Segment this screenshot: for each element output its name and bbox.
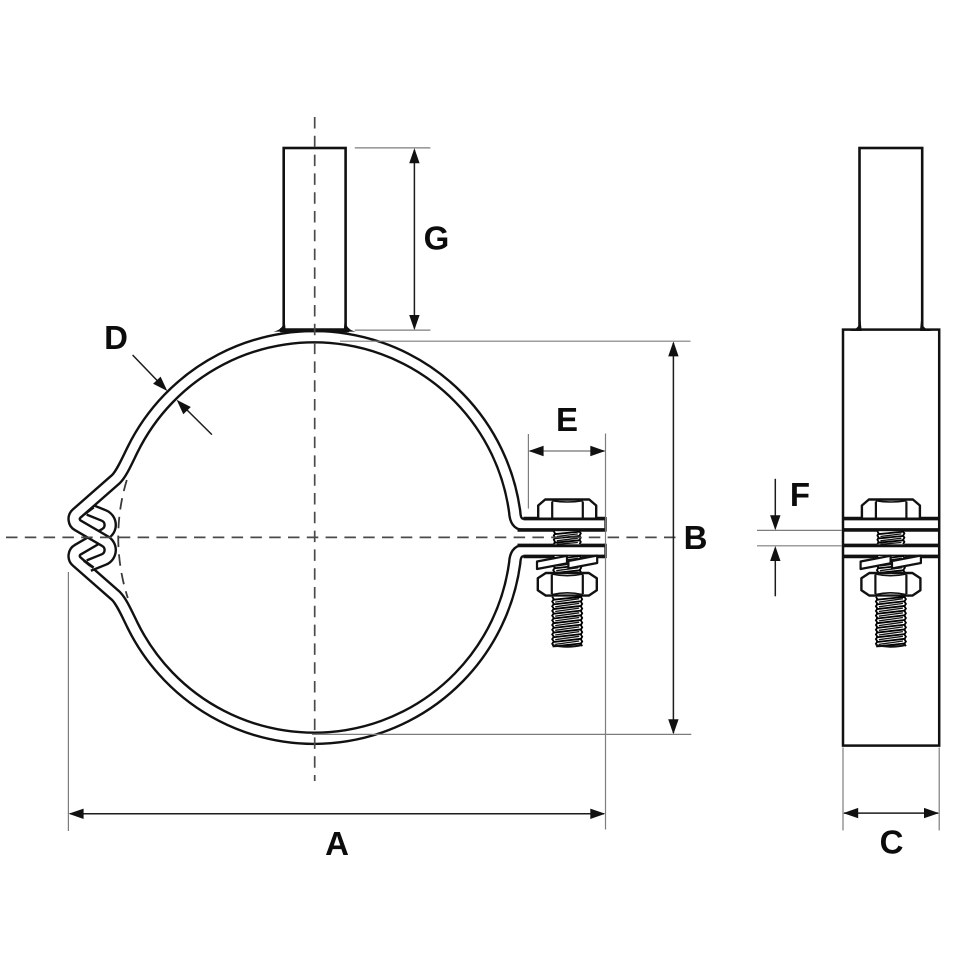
- svg-text:D: D: [104, 319, 128, 356]
- svg-text:E: E: [556, 401, 578, 438]
- svg-text:B: B: [684, 519, 708, 556]
- svg-text:F: F: [790, 476, 810, 513]
- svg-text:C: C: [880, 824, 904, 861]
- svg-text:G: G: [424, 220, 450, 257]
- svg-text:A: A: [325, 825, 349, 862]
